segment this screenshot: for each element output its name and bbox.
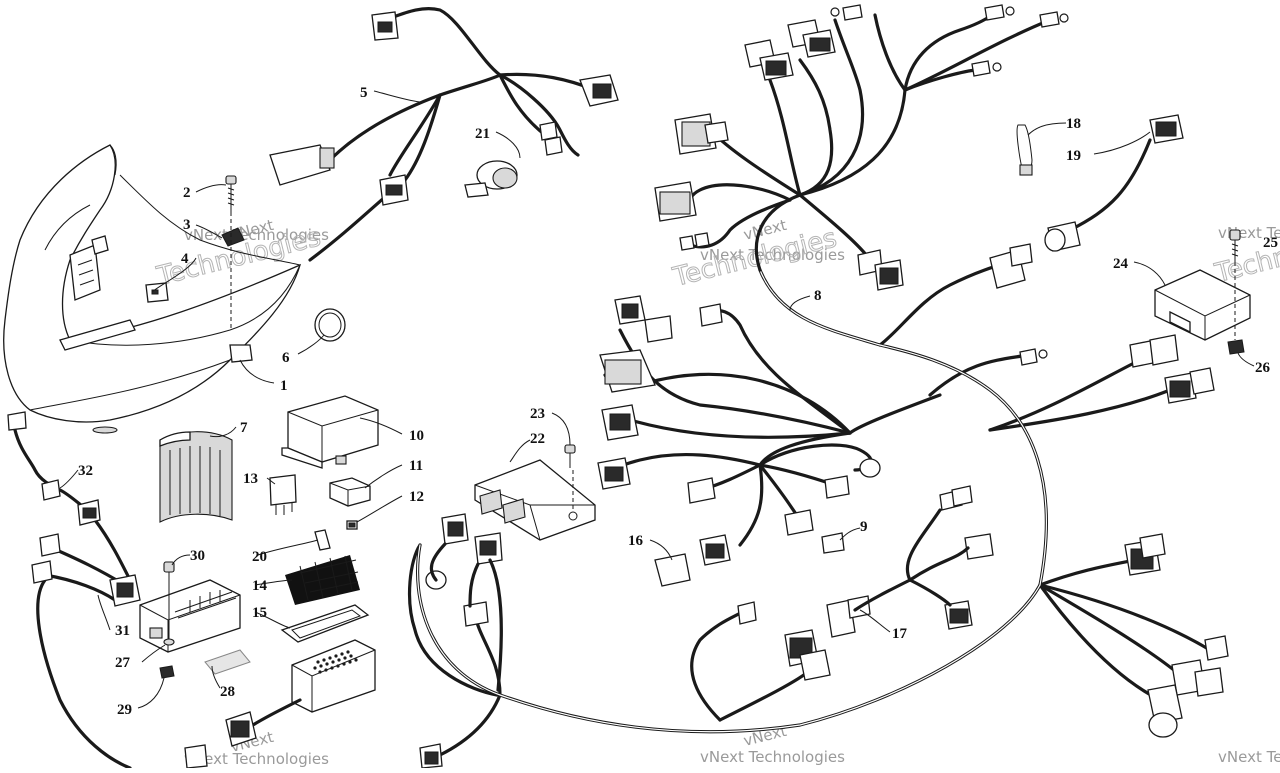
relay-13 xyxy=(269,474,297,515)
callout-29: 29 xyxy=(117,702,132,718)
callout-27: 27 xyxy=(115,655,131,671)
relay-11 xyxy=(329,477,371,507)
fuse-12 xyxy=(346,520,358,530)
callout-30: 30 xyxy=(190,548,205,564)
callout-5: 5 xyxy=(360,85,368,101)
screw-30 xyxy=(163,561,175,646)
fuse-box-27 xyxy=(139,579,241,653)
callout-16: 16 xyxy=(628,533,644,549)
harness-31 xyxy=(7,411,141,770)
callout-10: 10 xyxy=(409,428,424,444)
clip-3 xyxy=(221,227,245,247)
callout-12: 12 xyxy=(409,489,424,505)
harness-5 xyxy=(269,7,619,262)
center-connectors xyxy=(597,295,881,681)
nut-26 xyxy=(1227,339,1245,355)
nut-29 xyxy=(159,665,175,679)
fuse-20 xyxy=(314,529,331,551)
upper-harness xyxy=(688,13,1052,272)
callout-21: 21 xyxy=(475,126,490,142)
clip-18 xyxy=(1016,124,1033,176)
callout-17: 17 xyxy=(892,626,908,642)
callout-3: 3 xyxy=(183,217,191,233)
callout-6: 6 xyxy=(282,350,290,366)
bolt-25 xyxy=(1229,229,1241,340)
callout-18: 18 xyxy=(1066,116,1081,132)
callout-8: 8 xyxy=(814,288,822,304)
callout-13: 13 xyxy=(243,471,258,487)
right-connectors xyxy=(826,243,1229,738)
screw-23 xyxy=(564,444,576,510)
callout-2: 2 xyxy=(183,185,191,201)
buzzer-21 xyxy=(464,160,518,198)
gasket-15 xyxy=(280,604,370,643)
callout-31: 31 xyxy=(115,623,130,639)
fuse-block xyxy=(243,639,376,732)
callout-23: 23 xyxy=(530,406,545,422)
callout-20: 20 xyxy=(252,549,267,565)
leader-lines xyxy=(59,90,1255,709)
ecu-connectors xyxy=(184,513,503,769)
callout-24: 24 xyxy=(1113,256,1129,272)
bracket-4 xyxy=(145,282,169,303)
headlight-housing xyxy=(3,144,302,434)
ecu-22 xyxy=(474,459,596,541)
upper-connectors xyxy=(654,4,1069,291)
relay-box-10 xyxy=(281,395,379,469)
callout-11: 11 xyxy=(409,458,423,474)
callout-22: 22 xyxy=(530,431,545,447)
watermark: vNext Technologies xyxy=(700,748,845,766)
watermark: vNext Technologies xyxy=(1218,748,1280,766)
callout-7: 7 xyxy=(240,420,248,436)
callout-25: 25 xyxy=(1263,235,1278,251)
harness-19 xyxy=(1044,114,1184,252)
module-24 xyxy=(1154,269,1251,341)
watermark: vNext Technologies xyxy=(700,246,845,264)
pad-28 xyxy=(204,649,251,675)
sleeve-7 xyxy=(159,431,233,523)
callout-28: 28 xyxy=(220,684,235,700)
fuse-label-14 xyxy=(285,555,360,605)
callout-15: 15 xyxy=(252,605,267,621)
callout-1: 1 xyxy=(280,378,288,394)
ring-6 xyxy=(314,308,346,342)
callout-32: 32 xyxy=(78,463,93,479)
callout-19: 19 xyxy=(1066,148,1081,164)
callout-26: 26 xyxy=(1255,360,1271,376)
screw-2 xyxy=(225,175,237,212)
watermark: vNext Technologies xyxy=(184,750,329,768)
callout-14: 14 xyxy=(252,578,268,594)
callouts: 1 2 3 4 5 6 7 8 9 10 11 12 13 14 15 16 1… xyxy=(78,85,1278,718)
callout-4: 4 xyxy=(181,251,189,267)
callout-9: 9 xyxy=(860,519,868,535)
watermark: vNext Technologies xyxy=(184,226,329,244)
